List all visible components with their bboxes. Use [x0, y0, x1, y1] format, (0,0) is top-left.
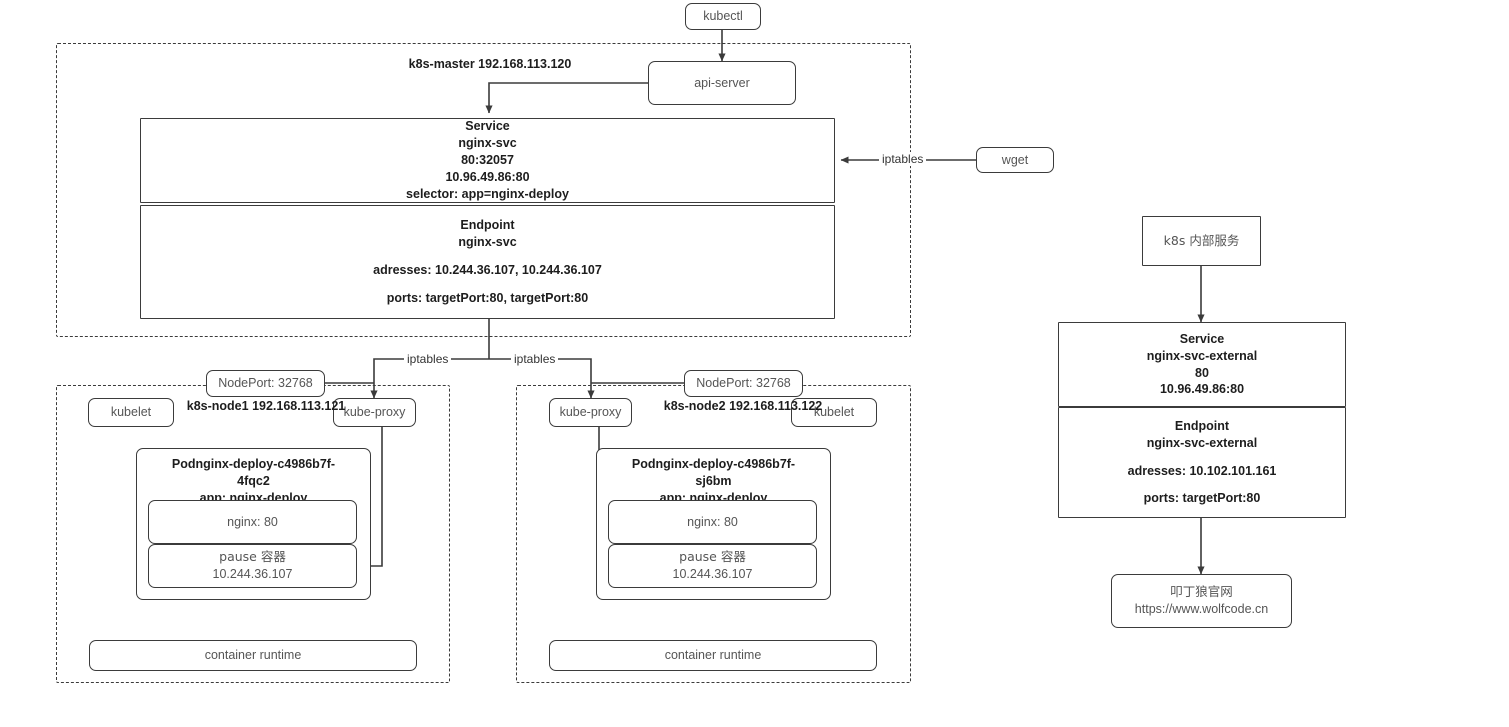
node1-pause-ip: 10.244.36.107 [212, 567, 293, 581]
node2-ip: 192.168.113.122 [729, 399, 823, 413]
node1-nginx-container-box[interactable]: nginx: 80 [148, 500, 357, 544]
iptables-node2-label: iptables [511, 352, 559, 366]
master-service-box[interactable]: Service nginx-svc 80:32057 10.96.49.86:8… [140, 118, 835, 203]
node2-nodeport-box[interactable]: NodePort: 32768 [684, 370, 803, 397]
node1-kubelet-box[interactable]: kubelet [88, 398, 174, 427]
node2-kubelet-label: kubelet [813, 405, 855, 420]
node1-container-runtime-box[interactable]: container runtime [89, 640, 417, 671]
node2-kube-proxy-box[interactable]: kube-proxy [549, 398, 632, 427]
master-service-ports: 80:32057 [461, 153, 514, 168]
node2-nodeport-label: NodePort: 32768 [696, 376, 791, 391]
master-service-selector: selector: app=nginx-deploy [406, 186, 569, 201]
k8s-master-ip: 192.168.113.120 [478, 57, 572, 71]
node2-container-runtime-box[interactable]: container runtime [549, 640, 877, 671]
external-endpoint-ports: ports: targetPort:80 [1143, 491, 1261, 506]
node2-container-runtime-label: container runtime [664, 648, 762, 663]
kubectl-label: kubectl [703, 9, 743, 24]
node1-container-runtime-label: container runtime [204, 648, 302, 663]
external-endpoint-name: nginx-svc-external [1146, 435, 1258, 450]
external-endpoint-box[interactable]: Endpoint nginx-svc-external adresses: 10… [1058, 407, 1346, 518]
node1-pod-name-line2: 4fqc2 [237, 473, 270, 488]
master-service-cluster-ip: 10.96.49.86:80 [445, 169, 530, 184]
iptables-node1-label: iptables [404, 352, 452, 366]
wolfcode-site-box[interactable]: 叩丁狼官网 https://www.wolfcode.cn [1111, 574, 1292, 628]
node1-kube-proxy-label: kube-proxy [343, 405, 406, 420]
master-endpoint-title: Endpoint [460, 218, 515, 233]
k8s-master-name: k8s-master [408, 57, 475, 71]
node2-nginx-container-box[interactable]: nginx: 80 [608, 500, 817, 544]
node1-pause-container-box[interactable]: pause 容器 10.244.36.107 [148, 544, 357, 588]
master-endpoint-addresses: adresses: 10.244.36.107, 10.244.36.107 [373, 263, 602, 277]
node2-nginx-label: nginx: 80 [687, 514, 738, 529]
node2-kube-proxy-label: kube-proxy [559, 405, 622, 420]
api-server-label: api-server [694, 75, 750, 90]
external-endpoint-addresses: adresses: 10.102.101.161 [1127, 463, 1277, 478]
wget-box[interactable]: wget [976, 147, 1054, 173]
node2-pod-name-line1: Podnginx-deploy-c4986b7f- [631, 457, 796, 471]
node2-pause-title: pause 容器 [679, 549, 746, 565]
external-service-box[interactable]: Service nginx-svc-external 80 10.96.49.8… [1058, 322, 1346, 407]
external-service-cluster-ip: 10.96.49.86:80 [1159, 382, 1245, 397]
external-service-name: nginx-svc-external [1146, 348, 1258, 363]
external-endpoint-title: Endpoint [1174, 418, 1230, 433]
k8s-master-region [56, 43, 911, 337]
node1-kubelet-label: kubelet [110, 405, 152, 420]
api-server-box[interactable]: api-server [648, 61, 796, 105]
node1-nodeport-box[interactable]: NodePort: 32768 [206, 370, 325, 397]
node1-kube-proxy-box[interactable]: kube-proxy [333, 398, 416, 427]
external-service-title: Service [1179, 331, 1225, 346]
wget-label: wget [1001, 152, 1029, 167]
external-service-port: 80 [1195, 365, 1209, 380]
master-endpoint-ports: ports: targetPort:80, targetPort:80 [386, 290, 589, 305]
node1-ip: 192.168.113.121 [252, 399, 346, 413]
node2-pause-ip: 10.244.36.107 [672, 567, 753, 581]
node1-pod-name-line1: Podnginx-deploy-c4986b7f- [171, 457, 336, 471]
wolfcode-site-name: 叩丁狼官网 [1170, 584, 1233, 600]
node1-name: k8s-node1 [186, 399, 249, 413]
node1-pause-title: pause 容器 [219, 549, 286, 565]
master-service-name: nginx-svc [458, 136, 517, 151]
master-endpoint-name: nginx-svc [458, 235, 517, 250]
node2-name-label: k8s-node2 192.168.113.122 [643, 398, 843, 415]
k8s-internal-service-label: k8s 内部服务 [1163, 232, 1240, 248]
node1-nodeport-label: NodePort: 32768 [218, 376, 313, 391]
iptables-wget-label: iptables [879, 152, 927, 166]
kubectl-box[interactable]: kubectl [685, 3, 761, 30]
node1-name-label: k8s-node1 192.168.113.121 [166, 398, 366, 415]
master-service-title: Service [465, 119, 510, 134]
wolfcode-site-url: https://www.wolfcode.cn [1134, 602, 1269, 616]
node2-pod-name-line2: sj6bm [695, 473, 732, 488]
node2-name: k8s-node2 [663, 399, 726, 413]
node2-kubelet-box[interactable]: kubelet [791, 398, 877, 427]
k8s-internal-service-box[interactable]: k8s 内部服务 [1142, 216, 1261, 266]
node2-pause-container-box[interactable]: pause 容器 10.244.36.107 [608, 544, 817, 588]
k8s-master-label: k8s-master 192.168.113.120 [390, 56, 590, 73]
node1-nginx-label: nginx: 80 [227, 514, 278, 529]
master-endpoint-box[interactable]: Endpoint nginx-svc adresses: 10.244.36.1… [140, 205, 835, 319]
